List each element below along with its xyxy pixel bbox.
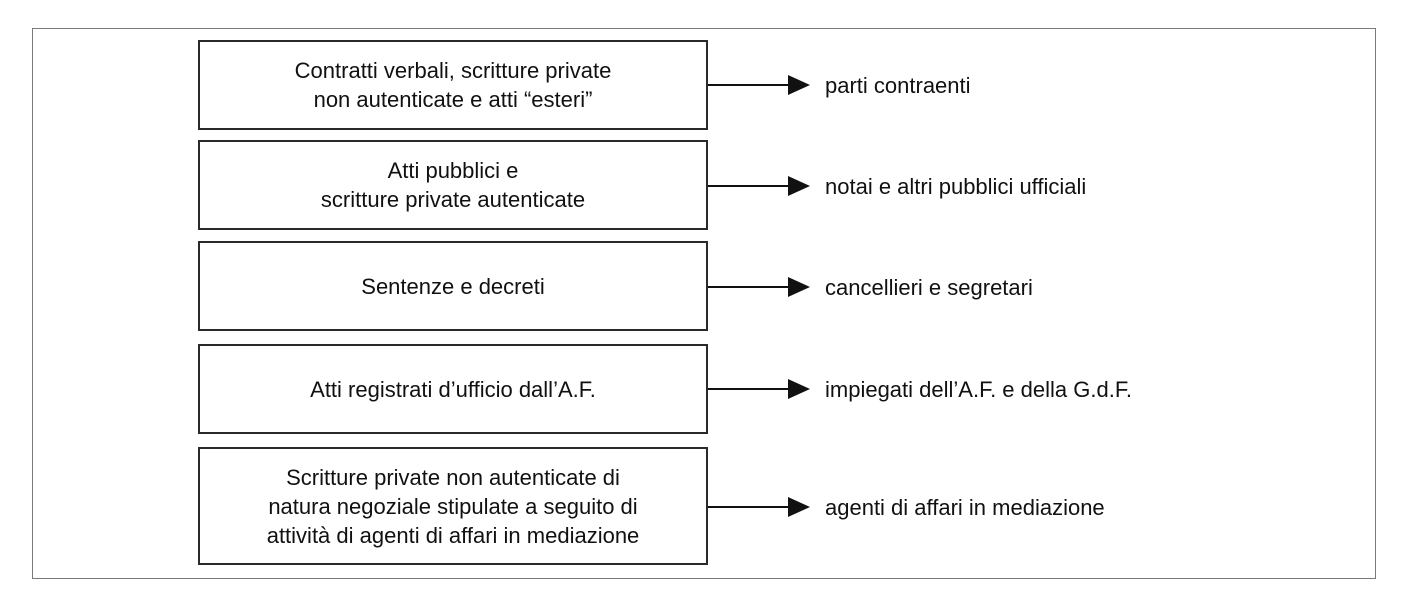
source-box-sentences: Sentenze e decreti [198,241,708,331]
source-box-office-acts: Atti registrati d’ufficio dall’A.F. [198,344,708,434]
arrow-right [708,277,810,297]
target-label-notai: notai e altri pubblici ufficiali [825,174,1087,199]
target-label-agenti: agenti di affari in mediazione [825,495,1105,520]
arrow-right [708,497,810,517]
arrow-right [708,379,810,399]
arrow-right [708,75,810,95]
source-box-label: Contratti verbali, scritture private non… [294,58,612,112]
source-box-label: Atti pubblici e scritture private autent… [320,158,586,212]
source-box-label: Atti registrati d’ufficio dall’A.F. [310,376,596,402]
source-box-label: Scritture private non autenticate di nat… [266,464,640,548]
target-label-cancellieri: cancellieri e segretari [825,275,1033,300]
diagram-frame: Contratti verbali, scritture private non… [32,28,1376,579]
source-box-public-acts: Atti pubblici e scritture private autent… [198,140,708,230]
source-box-label: Sentenze e decreti [361,273,545,299]
source-box-mediation: Scritture private non autenticate di nat… [198,447,708,565]
target-label-parti-contraenti: parti contraenti [825,73,971,98]
target-label-impiegati: impiegati dell’A.F. e della G.d.F. [825,377,1132,402]
source-box-verbal-contracts: Contratti verbali, scritture private non… [198,40,708,130]
arrow-right [708,176,810,196]
